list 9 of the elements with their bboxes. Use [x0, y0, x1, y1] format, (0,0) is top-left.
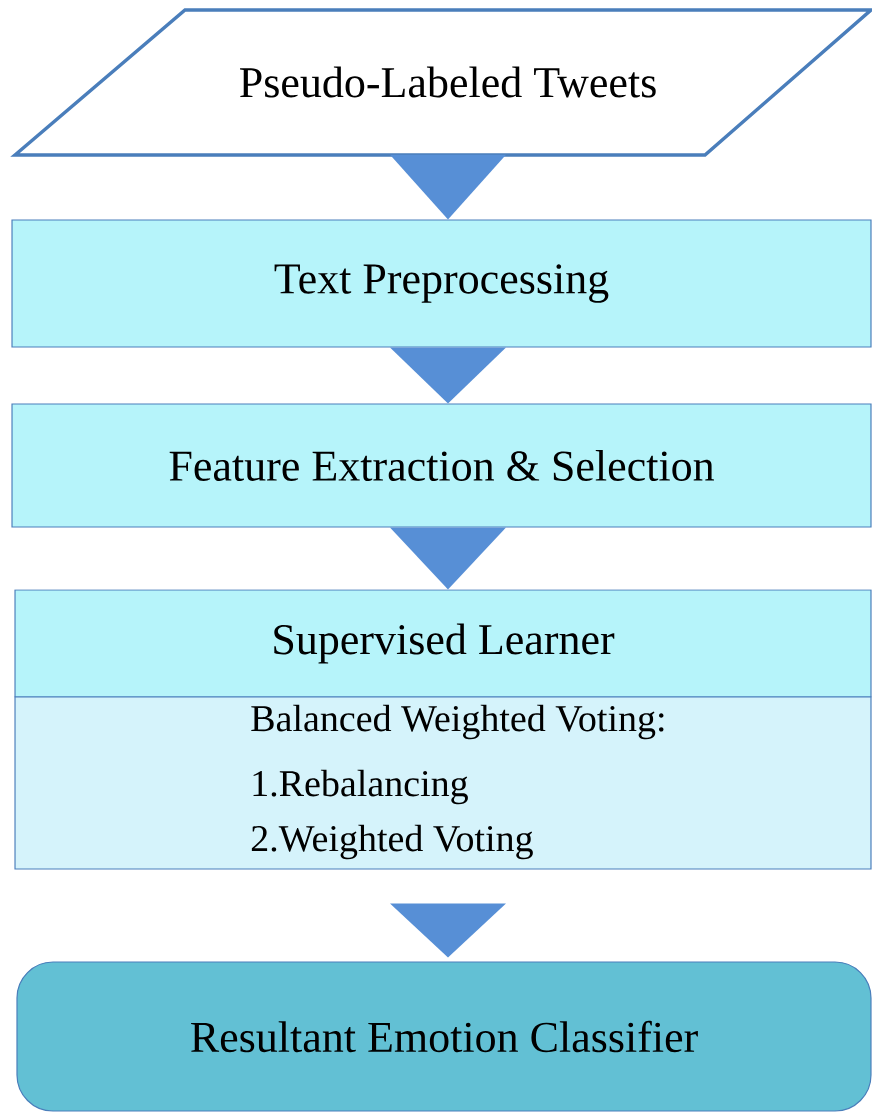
arrow	[390, 154, 506, 220]
process-box: Feature Extraction & Selection	[11, 403, 872, 528]
arrow	[390, 347, 506, 404]
method-box: Balanced Weighted Voting: 1.Rebalancing 2.Weighted Voting	[14, 696, 872, 870]
process-box: Supervised Learner	[14, 589, 872, 698]
output-box: Resultant Emotion Classifier	[16, 961, 872, 1112]
process-box: Text Preprocessing	[11, 219, 872, 348]
arrow	[390, 903, 506, 958]
arrow	[390, 527, 506, 590]
